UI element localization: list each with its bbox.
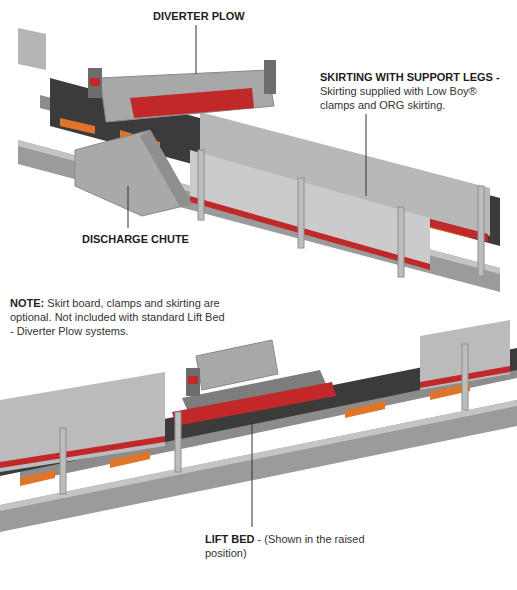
leader-lines — [128, 25, 366, 228]
label-group: NOTE: Skirt board, clamps and skirting a… — [10, 296, 225, 338]
part-label: DIVERTER PLOW — [153, 9, 293, 23]
front-stringer — [0, 400, 517, 532]
part-label: SKIRTING WITH SUPPORT LEGS - — [320, 70, 510, 84]
chute-side — [140, 130, 192, 207]
label-group: DISCHARGE CHUTE — [82, 232, 222, 246]
plow-actuator — [90, 78, 100, 86]
part-label: DISCHARGE CHUTE — [82, 232, 222, 246]
plow-blade — [130, 88, 254, 118]
skirt-board — [0, 372, 165, 472]
part-description: Skirting supplied with Low Boy® clamps a… — [320, 84, 510, 112]
front-org-skirting — [190, 196, 430, 270]
label-group: DIVERTER PLOW — [153, 9, 293, 23]
plow-actuator — [188, 376, 198, 384]
support-legs — [198, 150, 484, 277]
discharge-chute — [75, 130, 192, 216]
support-legs — [60, 344, 468, 494]
part-label: LIFT BED — [205, 533, 255, 545]
leader-line — [252, 420, 253, 527]
plow-post — [88, 68, 102, 98]
label-group: LIFT BED - (Shown in the raised position… — [205, 532, 380, 560]
plow-post — [264, 60, 276, 94]
label-group: SKIRTING WITH SUPPORT LEGS -Skirting sup… — [320, 70, 510, 112]
org-skirting — [0, 436, 165, 468]
diverter-plow — [100, 70, 274, 122]
diverter-plow — [196, 340, 278, 390]
stringer-flange — [0, 400, 517, 511]
note-label: NOTE: — [10, 297, 44, 309]
end-panel — [18, 28, 46, 70]
plow-post — [186, 368, 200, 396]
